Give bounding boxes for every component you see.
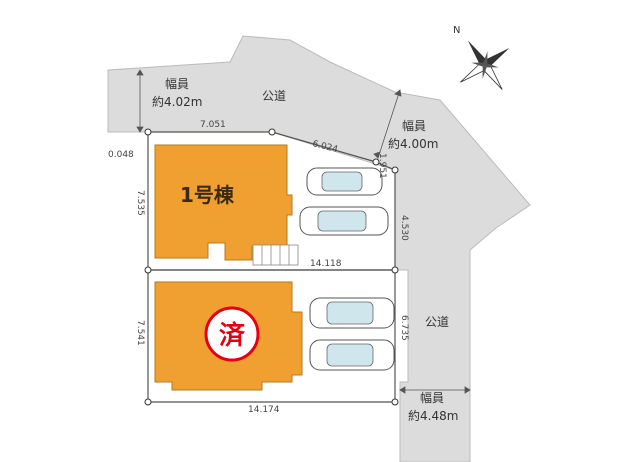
house-1-label: 1号棟 (180, 183, 235, 207)
dim-corner-right: 1.951 (377, 153, 387, 179)
car-lot1-lower (299, 206, 389, 236)
sold-stamp: 済 (204, 306, 260, 362)
car-lot2-lower (309, 339, 395, 371)
car-lot1-upper (306, 167, 383, 196)
sold-mark: 済 (219, 320, 246, 351)
dim-lot2-right: 6.735 (399, 315, 409, 341)
lot1-stairs (252, 244, 299, 266)
compass-north-label: N (453, 25, 460, 36)
road-north-width-value: 約4.02m (152, 94, 202, 109)
dim-top-left: 7.051 (200, 120, 226, 130)
road-ne-width-title: 幅員 (402, 118, 426, 133)
dim-bottom: 14.174 (248, 405, 280, 415)
dim-corner-offset: 0.048 (108, 150, 134, 160)
road-ne-width-value: 約4.00m (388, 136, 438, 151)
compass-rose-icon: N (453, 25, 510, 90)
house-1 (154, 144, 293, 261)
boundary-markers (144, 128, 399, 406)
dim-middle: 14.118 (310, 259, 342, 269)
dim-lot2-left: 7.541 (135, 320, 145, 346)
road-east-label: 公道 (425, 315, 449, 329)
road-north-label: 公道 (262, 89, 286, 103)
dim-lot1-left: 7.535 (135, 190, 145, 216)
road-width-arrows (136, 69, 471, 394)
road-east-width-value: 約4.48m (408, 408, 458, 423)
car-lot2-upper (309, 297, 395, 329)
dim-lot1-right: 4.530 (399, 215, 409, 241)
public-road-north (107, 35, 531, 462)
road-north-width-title: 幅員 (165, 76, 189, 91)
road-east-width-title: 幅員 (420, 390, 444, 405)
